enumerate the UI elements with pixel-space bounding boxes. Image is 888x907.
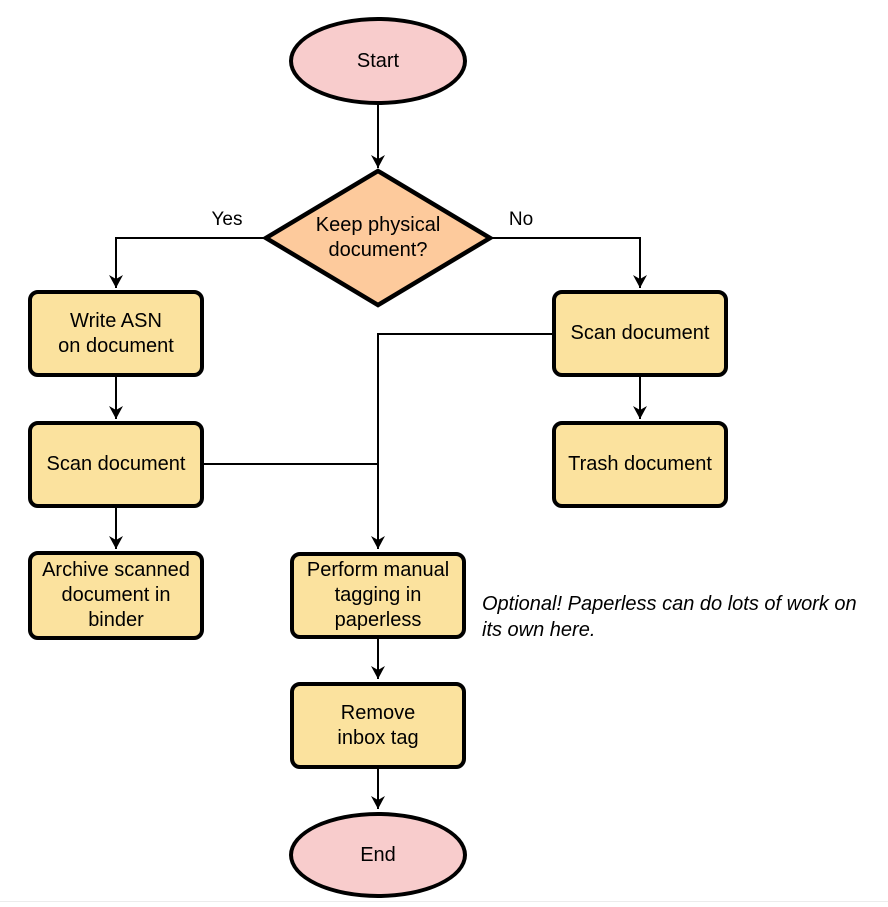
trash-document-node: Trash document [552,421,728,508]
write-asn-label: Write ASN on document [58,309,174,357]
edge-label-no: No [498,209,544,231]
trash-document-label: Trash document [568,453,712,475]
edge-label-yes: Yes [204,209,250,231]
scan-document-right-node: Scan document [552,290,728,377]
manual-tagging-node: Perform manual tagging in paperless [290,552,466,639]
edge-scan-right-to-tagging [371,333,552,549]
manual-tagging-label: Perform manual tagging in paperless [306,559,450,631]
write-asn-node: Write ASN on document [28,290,204,377]
decision-label: Keep physical document? [315,214,441,261]
scan-document-right-label: Scan document [570,322,710,344]
archive-node: Archive scanned document in binder [28,551,204,640]
decision-node-shape [261,168,495,308]
start-node: Start [289,17,467,105]
scan-document-left-label: Scan document [46,453,186,475]
archive-label: Archive scanned document in binder [42,559,190,631]
edge-decision-no-to-scan-right [490,237,647,288]
remove-inbox-tag-label: Remove inbox tag [337,701,419,749]
decision-node: Keep physical document? [278,190,478,286]
end-label: End [360,843,396,866]
start-label: Start [356,49,400,72]
end-node: End [289,812,467,898]
page-bottom-border [0,901,888,902]
edge-decision-yes-to-write-asn [109,237,266,288]
remove-inbox-tag-node: Remove inbox tag [290,682,466,769]
scan-document-left-node: Scan document [28,421,204,508]
optional-note: Optional! Paperless can do lots of work … [482,593,857,641]
